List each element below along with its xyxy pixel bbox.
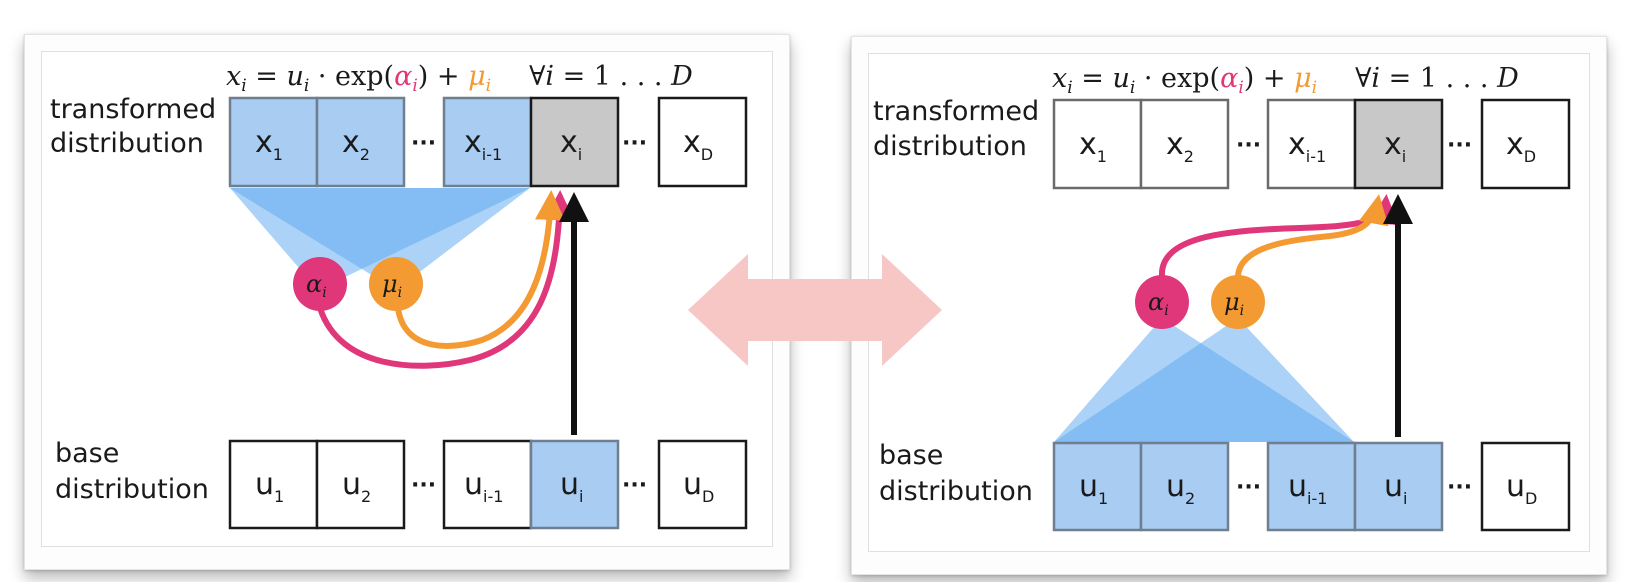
svg-text:ui-1: ui-1 [1288, 469, 1327, 508]
svg-text:xi: xi [1384, 127, 1406, 166]
equation: xi = ui · exp(αi) + μi∀i = 1 . . . D [226, 61, 693, 96]
svg-text:μi: μi [382, 270, 402, 301]
ellipsis: ··· [411, 473, 436, 498]
svg-text:uD: uD [1506, 469, 1537, 508]
svg-text:αi: αi [306, 270, 327, 301]
base-distribution-label: base distribution [879, 440, 1033, 507]
svg-text:ui: ui [560, 467, 583, 506]
transformed-distribution-label: transformed distribution [873, 96, 1048, 162]
cell-x-i: xi [1353, 98, 1444, 190]
mu-node: μi [369, 257, 423, 311]
cell-x1: x1 [228, 96, 319, 188]
ellipsis: ··· [1236, 475, 1261, 500]
mu-arrow [1235, 194, 1389, 277]
svg-text:xi-1: xi-1 [1288, 127, 1326, 166]
svg-text:u1: u1 [1079, 469, 1108, 508]
alpha-node: αi [1135, 275, 1189, 329]
bottom-row: u1 u2 ··· ui-1 ui ··· uD [228, 439, 748, 530]
equation: xi = ui · exp(αi) + μi∀i = 1 . . . D [1052, 63, 1519, 98]
cell-u2: u2 [315, 439, 406, 530]
cell-x1: x1 [1052, 98, 1143, 190]
svg-text:x2: x2 [1166, 127, 1194, 166]
cell-x-i-minus-1: xi-1 [442, 96, 533, 188]
svg-text:u1: u1 [255, 467, 284, 506]
cell-u-D: uD [1480, 441, 1571, 532]
top-row: x1 x2 ··· xi-1 xi ··· xD [1052, 98, 1571, 190]
alpha-arrow [1158, 194, 1399, 277]
ellipsis: ··· [622, 131, 647, 156]
ellipsis: ··· [622, 473, 647, 498]
svg-text:αi: αi [1148, 288, 1169, 319]
ellipsis: ··· [1447, 133, 1472, 158]
ellipsis: ··· [1447, 475, 1472, 500]
ellipsis: ··· [1236, 133, 1261, 158]
svg-text:ui: ui [1384, 469, 1407, 508]
double-arrow-icon [688, 254, 942, 366]
alpha-arrow [317, 190, 575, 369]
cell-u-i-minus-1: ui-1 [442, 439, 533, 530]
cell-x2: x2 [315, 96, 406, 188]
transformed-distribution-label: transformed distribution [50, 94, 225, 159]
cell-u-i: ui [1353, 441, 1444, 532]
cell-u2: u2 [1139, 441, 1230, 532]
cell-x-i-minus-1: xi-1 [1266, 98, 1357, 190]
svg-text:x2: x2 [342, 125, 370, 164]
top-row: x1 x2 ··· xi-1 xi ··· xD [228, 96, 748, 188]
cell-u-D: uD [657, 439, 748, 530]
svg-text:xD: xD [683, 125, 713, 164]
mask-cone-mu [230, 188, 530, 290]
left-diagram: xi = ui · exp(αi) + μi∀i = 1 . . . D tra… [50, 61, 748, 530]
svg-text:u2: u2 [342, 467, 371, 506]
svg-text:xi: xi [560, 125, 582, 164]
svg-text:x1: x1 [255, 125, 283, 164]
svg-text:μi: μi [1224, 288, 1244, 319]
mu-node: μi [1211, 275, 1265, 329]
cell-x2: x2 [1139, 98, 1230, 190]
svg-text:xi-1: xi-1 [464, 125, 502, 164]
cell-x-D: xD [1480, 98, 1571, 190]
cell-u-i-minus-1: ui-1 [1266, 441, 1357, 532]
right-diagram: xi = ui · exp(αi) + μi∀i = 1 . . . D tra… [873, 63, 1571, 532]
cell-u-i: ui [529, 439, 620, 530]
svg-text:xD: xD [1506, 127, 1536, 166]
mask-cone-mu [1054, 318, 1354, 442]
cell-u1: u1 [1052, 441, 1143, 532]
svg-text:ui-1: ui-1 [464, 467, 503, 506]
ellipsis: ··· [411, 131, 436, 156]
svg-text:u2: u2 [1166, 469, 1195, 508]
alpha-node: αi [293, 257, 347, 311]
cell-x-D: xD [657, 96, 748, 188]
base-distribution-label: base distribution [55, 438, 209, 505]
svg-text:uD: uD [683, 467, 714, 506]
mu-arrow [395, 190, 565, 349]
bottom-row: u1 u2 ··· ui-1 ui ··· uD [1052, 441, 1571, 532]
cell-x-i: xi [529, 96, 620, 188]
svg-text:x1: x1 [1079, 127, 1107, 166]
cell-u1: u1 [228, 439, 319, 530]
